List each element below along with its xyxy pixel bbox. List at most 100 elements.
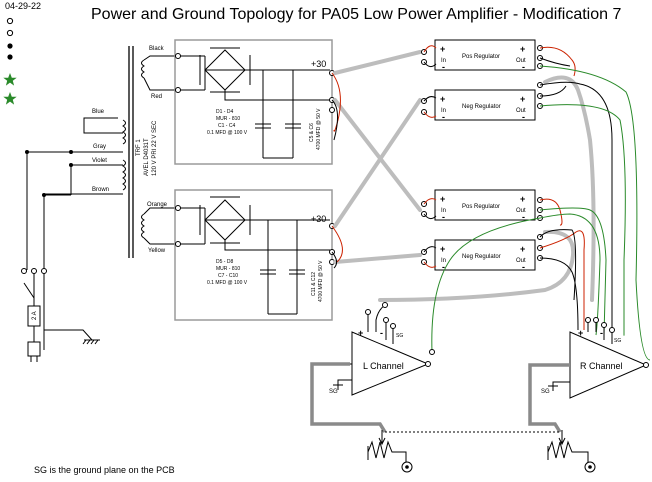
svg-text:+: + <box>520 244 525 254</box>
svg-text:+: + <box>520 94 525 104</box>
svg-text:-: - <box>522 62 525 72</box>
legend-black-dot <box>7 43 13 49</box>
wire-label-violet: Violet <box>92 158 107 164</box>
wire-label-red: Red <box>151 94 162 100</box>
supply-2-diode-part: MUR - 810 <box>216 266 240 272</box>
transformer-ref: TRF 1 <box>136 139 142 156</box>
regulator-output-wires <box>429 46 651 361</box>
regulator-polarity-marks: + - + - + - + - + - + - + - + - <box>440 44 525 272</box>
regulator-3-name: Pos Regulator <box>462 204 500 210</box>
svg-text:+: + <box>440 194 445 204</box>
svg-text:-: - <box>442 62 445 72</box>
left-channel-amp <box>325 302 431 396</box>
wire-label-gray: Gray <box>93 144 106 150</box>
wire-label-orange: Orange <box>147 202 168 208</box>
regulator-3-out: Out <box>516 208 526 214</box>
legend-white-dot <box>6 17 14 25</box>
fuse-label: 2 A <box>32 311 38 320</box>
regulator-2-in: In <box>441 108 446 114</box>
regulator-1-out: Out <box>516 58 526 64</box>
ac-plug-icon <box>27 336 41 362</box>
supply-1-bulk-value: 4700 MFD @ 50 V <box>316 108 322 150</box>
svg-text:-: - <box>522 112 525 122</box>
regulator-2-name: Neg Regulator <box>462 104 501 110</box>
supply-board-2 <box>174 189 335 321</box>
input-pot-left <box>367 430 407 462</box>
supply-2-bulk-caps: C11 & C12 <box>311 272 317 296</box>
svg-text:+: + <box>520 44 525 54</box>
regulator-1-name: Pos Regulator <box>462 54 500 60</box>
svg-text:+: + <box>440 44 445 54</box>
page-title: Power and Ground Topology for PA05 Low P… <box>91 6 621 23</box>
regulator-box <box>434 89 536 121</box>
svg-text:-: - <box>442 112 445 122</box>
left-channel-sg-lower: SG <box>329 389 338 395</box>
supply-1-caps: C1 - C4 <box>218 123 235 129</box>
wire-label-black: Black <box>149 46 165 52</box>
svg-text:-: - <box>522 262 525 272</box>
transformer <box>122 46 145 258</box>
regulator-modules <box>434 39 536 271</box>
svg-text:-: - <box>522 212 525 222</box>
supply-1-rail: +30 <box>311 59 326 69</box>
right-channel-amp <box>540 317 649 399</box>
supply-2-bulk-value: 4700 MFD @ 50 V <box>318 260 324 302</box>
ground-bus <box>310 362 570 433</box>
left-channel-minus: - <box>380 328 383 338</box>
legend-white-dot <box>6 29 14 37</box>
power-switch[interactable] <box>23 282 35 299</box>
regulator-4-name: Neg Regulator <box>462 254 501 260</box>
left-channel-label: L Channel <box>363 361 404 371</box>
fuse-body <box>27 305 41 327</box>
supply-2-diodes: D5 - D8 <box>216 259 233 265</box>
right-channel-label: R Channel <box>580 361 623 371</box>
mains-wiring <box>26 117 123 350</box>
regulator-leads <box>423 45 437 268</box>
left-channel-sg: SG <box>396 333 403 339</box>
gray-supply-wires <box>333 50 596 302</box>
supply-output-leads <box>331 72 343 269</box>
supply-board-1 <box>174 39 335 165</box>
svg-text:+: + <box>440 94 445 104</box>
supply-1-diodes: D1 - D4 <box>216 109 233 115</box>
legend-green-star <box>3 73 17 86</box>
regulator-3-in: In <box>441 208 446 214</box>
primary-junctions <box>25 150 73 197</box>
legend-black-dot <box>7 54 13 60</box>
regulator-4-out: Out <box>516 258 526 264</box>
switch-terminals <box>21 268 47 274</box>
right-channel-minus: - <box>600 328 603 338</box>
legend-green-star <box>3 92 17 105</box>
right-channel-sg-lower: SG <box>541 389 550 395</box>
regulator-4-in: In <box>441 258 446 264</box>
regulator-box <box>434 189 536 221</box>
transformer-part: AVEL D4031T <box>144 138 150 176</box>
regulator-terminals <box>421 45 543 265</box>
supply-1-bulk-caps: C5 & C6 <box>309 123 315 142</box>
regulator-2-out: Out <box>516 108 526 114</box>
supply-1-diode-part: MUR - 810 <box>216 116 240 122</box>
svg-text:+: + <box>440 244 445 254</box>
transformer-spec: 120 V PRI 22 V SEC <box>152 120 158 176</box>
svg-text:+: + <box>520 194 525 204</box>
supply-2-cap-value: 0.1 MFD @ 100 V <box>207 280 248 286</box>
right-channel-plus: + <box>578 328 583 338</box>
date-label: 04-29-22 <box>5 1 41 11</box>
supply-1-cap-value: 0.1 MFD @ 100 V <box>207 130 248 136</box>
wire-label-brown: Brown <box>92 187 109 193</box>
svg-text:-: - <box>442 212 445 222</box>
input-pot-right <box>547 430 589 462</box>
chassis-ground-icon <box>82 339 100 345</box>
secondary-leads <box>143 55 175 245</box>
footer-note: SG is the ground plane on the PCB <box>34 465 175 475</box>
left-channel-plus: + <box>358 328 363 338</box>
regulator-1-in: In <box>441 58 446 64</box>
wire-label-yellow: Yellow <box>148 248 166 254</box>
legend-marks <box>3 17 17 105</box>
right-channel-sg: SG <box>614 338 621 344</box>
regulator-box <box>434 239 536 271</box>
svg-text:-: - <box>442 262 445 272</box>
regulator-box <box>434 39 536 71</box>
